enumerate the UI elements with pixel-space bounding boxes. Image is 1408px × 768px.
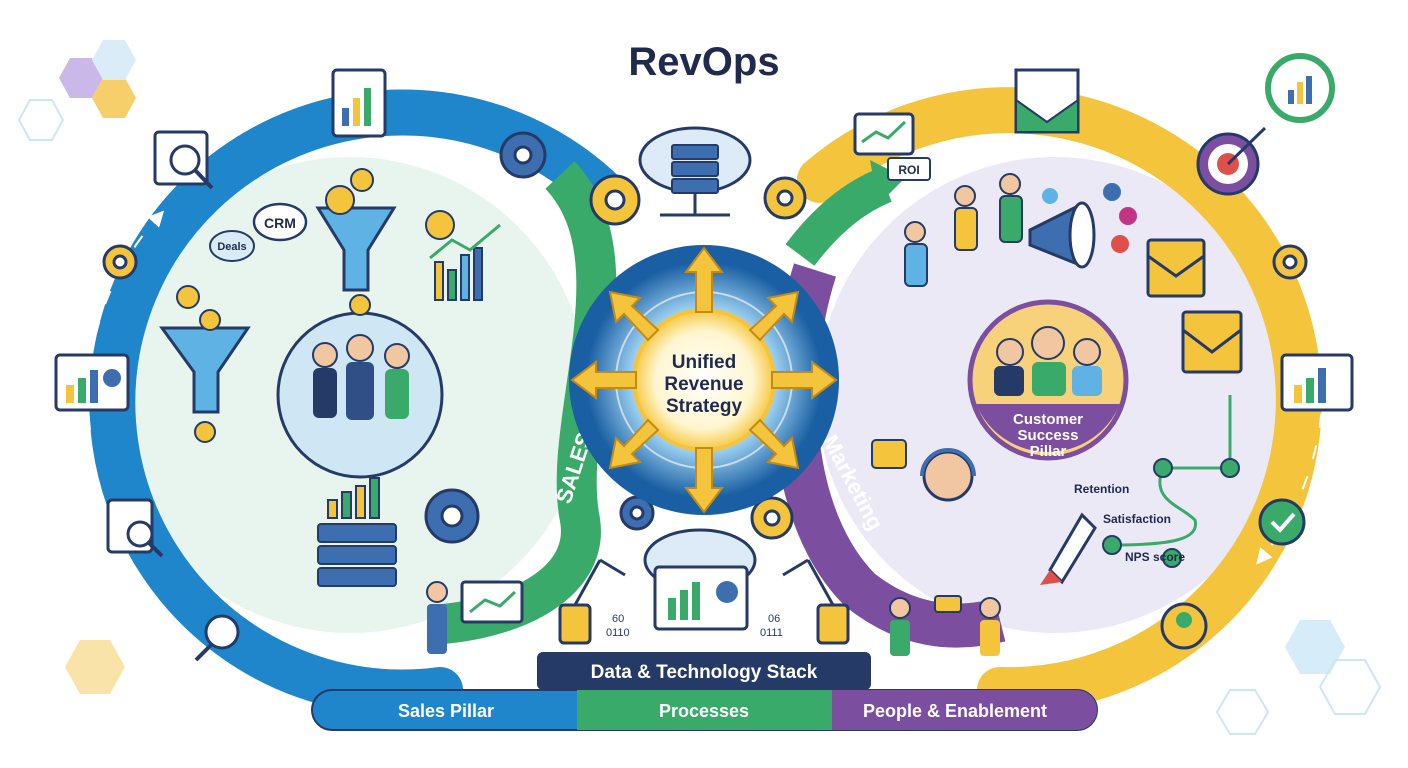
retention-label: Retention <box>1074 482 1129 496</box>
binary-left-bottom: 0110 <box>606 627 630 639</box>
metric-checkpoints <box>1102 458 1240 568</box>
magnify-chart-icon <box>194 614 240 662</box>
gear-icon-right <box>102 244 1308 280</box>
stack-label: Data & Technology Stack <box>591 662 818 683</box>
center-label-line-1: Unified <box>672 352 736 373</box>
nps-score-label: NPS score <box>1125 550 1185 564</box>
pillars-bar <box>311 689 1098 731</box>
customer-success-circle <box>967 299 1129 461</box>
binary-right-top: 06 <box>768 613 780 625</box>
dashboard-icon <box>54 353 130 412</box>
rocket-icon <box>1040 512 1097 585</box>
report-document-icon <box>331 68 387 138</box>
pillar-processes: Processes <box>659 701 749 721</box>
center-label-line-2: Revenue <box>664 374 743 395</box>
growth-chart-icon <box>429 223 501 301</box>
sales-funnel-icon <box>159 206 397 414</box>
data-technology-stack-bar <box>537 652 871 690</box>
gear-icon <box>589 174 807 540</box>
email-envelope-icon <box>1014 68 1080 134</box>
roi-chart-icon <box>853 112 931 181</box>
money-bag-icon <box>176 168 455 443</box>
binary-right-bottom: 0111 <box>760 627 783 639</box>
growth-arrow-head <box>870 160 905 205</box>
success-label-line-1: Customer <box>1013 411 1083 428</box>
dashboard-icon-right <box>1280 353 1354 412</box>
sales-ring <box>89 89 633 716</box>
robotic-arm-left-icon <box>558 558 626 645</box>
satisfaction-label: Satisfaction <box>1103 512 1171 526</box>
target-icon <box>1196 126 1267 196</box>
cloud-server-icon <box>638 126 752 217</box>
hub-arrows <box>570 246 838 514</box>
checkmark-badge-icon <box>1258 498 1306 546</box>
presenter-illustration <box>426 580 524 654</box>
robotic-arm-right-icon <box>782 558 850 645</box>
background-hexagons <box>17 40 1382 735</box>
blue-gear-icon <box>424 131 655 544</box>
pillar-people-enablement: People & Enablement <box>863 701 1047 721</box>
center-label-line-3: Strategy <box>666 396 742 417</box>
bar-chart-icon <box>327 477 380 519</box>
analytics-monitor-icon <box>643 528 757 631</box>
binary-left-top: 60 <box>612 613 624 625</box>
social-icons <box>1042 183 1137 253</box>
sales-team-illustration <box>276 311 444 479</box>
email-campaign-icons <box>1146 238 1243 374</box>
deals-label: Deals <box>217 241 246 253</box>
team-hub-icon <box>1160 602 1208 650</box>
deals-bubble <box>209 230 255 262</box>
marketing-team-illustration <box>904 173 1023 287</box>
sales-flow-arrow <box>87 210 165 431</box>
success-label-line-2: Success <box>1018 427 1079 444</box>
crm-label: CRM <box>264 215 296 231</box>
magnify-report-icon <box>153 130 214 190</box>
collaborators-illustration <box>889 595 1001 656</box>
server-stack-icon <box>317 523 397 587</box>
page-title: RevOps <box>628 40 779 84</box>
cycle-chart-icon <box>1265 53 1335 123</box>
megaphone-icon <box>1028 201 1096 269</box>
chat-check-icon <box>871 439 907 469</box>
crm-badge <box>252 202 308 242</box>
success-label-line-3: Pillar <box>1030 443 1067 460</box>
roi-label: ROI <box>898 163 919 177</box>
pillar-sales: Sales Pillar <box>398 701 494 721</box>
search-document-icon <box>106 498 164 558</box>
support-agent-illustration <box>920 448 976 502</box>
